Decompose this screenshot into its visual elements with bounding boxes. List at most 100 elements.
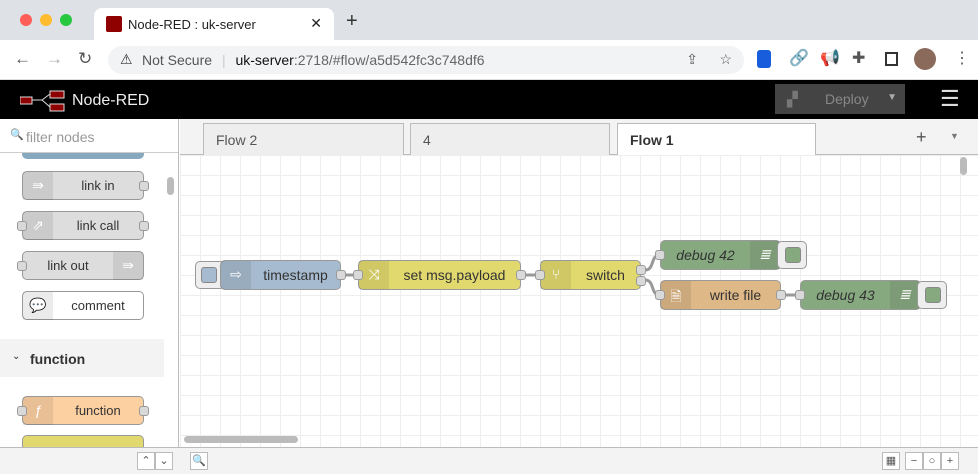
security-label: Not Secure [142,52,213,68]
node-palette: 🔍 filter nodes ⇛link in ⇗link call link … [0,119,179,474]
maximize-window-button[interactable] [60,14,72,26]
expand-all-button[interactable]: ⌄ [155,452,173,470]
zoom-in-button[interactable]: + [941,452,959,470]
bookmark-star-icon[interactable]: ☆ [719,51,732,67]
node-switch[interactable]: ⑂switch [535,260,646,290]
input-port[interactable] [655,290,665,300]
deploy-dropdown-icon[interactable]: ▼ [887,92,897,103]
input-port[interactable] [795,290,805,300]
debug-43-toggle[interactable] [917,281,947,309]
browser-tab[interactable]: Node-RED : uk-server ✕ [94,8,334,40]
close-tab-icon[interactable]: ✕ [310,15,322,31]
tab-4[interactable]: 4 [410,123,610,155]
deploy-icon: ▞ [787,91,798,107]
link-out-icon: ⇛ [113,252,143,280]
canvas-horizontal-scrollbar[interactable] [184,436,298,443]
browser-menu-icon[interactable]: ⋮ [954,50,970,67]
palette-node-partial [22,153,144,159]
node-debug-42[interactable]: debug 42≣ [655,240,781,270]
input-port[interactable] [535,270,545,280]
palette-node-link-in[interactable]: ⇛link in [22,171,149,200]
link-extension-icon[interactable]: 🔗 [789,50,809,67]
output-port-1[interactable] [636,265,646,275]
flow-list-dropdown-icon[interactable]: ▼ [950,131,959,141]
node-label: write file [709,287,762,303]
input-port[interactable] [655,250,665,260]
chevron-down-icon: ⌄ [12,351,21,362]
profile-avatar[interactable] [914,48,936,70]
main-menu-icon[interactable]: ☰ [940,86,960,111]
node-label: debug 43 [816,287,875,303]
node-write-file[interactable]: 🗎write file [655,280,786,310]
share-icon[interactable]: ⇪ [686,51,698,67]
warning-icon: ⚠ [120,51,133,67]
deploy-label: Deploy [825,91,869,107]
navigator-map-button[interactable]: ▦ [882,452,900,470]
palette-category-function[interactable]: ⌄ function [0,339,164,377]
node-label: link out [47,258,89,273]
tab-flow-1[interactable]: Flow 1 [617,123,816,156]
filter-nodes-input[interactable]: 🔍 filter nodes [0,119,178,153]
node-label: switch [586,267,625,283]
forward-icon[interactable]: → [46,49,63,68]
canvas-vertical-scrollbar[interactable] [960,157,967,175]
zoom-reset-button[interactable]: ○ [923,452,941,470]
input-port[interactable] [17,261,27,271]
zoom-out-button[interactable]: − [905,452,923,470]
debug-42-toggle[interactable] [777,241,807,269]
url-path: :2718/#flow/a5d542fc3c748df6 [293,52,485,68]
input-port[interactable] [353,270,363,280]
bitwarden-icon[interactable] [757,50,771,68]
node-label: timestamp [263,267,328,283]
palette-node-comment[interactable]: 💬 comment [22,291,144,320]
new-tab-button[interactable]: + [346,10,358,32]
debug-list-icon: ≣ [890,281,920,309]
search-icon: 🔍 [10,129,24,141]
node-label: function [75,403,121,418]
input-port[interactable] [17,406,27,416]
comment-icon: 💬 [23,292,53,320]
workspace-tabs: Flow 2 4 Flow 1 + ▼ [180,119,978,156]
app-title: Node-RED [72,92,150,109]
node-debug-43[interactable]: debug 43 ≣ [795,280,921,310]
extensions-puzzle-icon[interactable]: ✚ [852,50,866,67]
palette-node-link-call[interactable]: ⇗link call [17,211,149,240]
minimize-window-button[interactable] [40,14,52,26]
sidebar-icon[interactable] [885,52,898,66]
output-port-2[interactable] [636,276,646,286]
node-label: set msg.payload [403,267,506,283]
output-port[interactable] [336,270,346,280]
output-port[interactable] [139,221,149,231]
output-port[interactable] [139,406,149,416]
output-port[interactable] [516,270,526,280]
output-port[interactable] [139,181,149,191]
tab-flow-2[interactable]: Flow 2 [203,123,404,155]
footer-bar: ⌃ ⌄ 🔍 ▦ − ○ + [0,447,978,474]
reload-icon[interactable]: ↻ [78,49,93,68]
add-flow-button[interactable]: + [916,127,927,147]
function-icon: ƒ [23,397,53,425]
close-window-button[interactable] [20,14,32,26]
search-flows-button[interactable]: 🔍 [190,452,208,470]
node-label: comment [71,298,125,313]
browser-tab-bar: Node-RED : uk-server ✕ + [0,0,978,40]
palette-scrollbar[interactable] [167,177,174,195]
palette-node-function[interactable]: ƒ function [17,396,149,425]
link-in-icon: ⇛ [23,172,53,200]
input-port[interactable] [17,221,27,231]
palette-node-link-out[interactable]: link out ⇛ [17,251,144,280]
node-red-logo-icon [20,90,65,112]
node-set-msg-payload[interactable]: ⤨set msg.payload [353,260,526,290]
debug-list-icon: ≣ [750,241,780,269]
megaphone-icon[interactable]: 📢 [820,50,840,67]
back-icon[interactable]: ← [14,49,31,68]
node-red-header: Node-RED ▞ Deploy ▼ ☰ [0,80,978,119]
url-field[interactable]: ⚠ Not Secure | uk-server:2718/#flow/a5d5… [108,46,744,74]
node-timestamp[interactable]: ⇨ timestamp [220,260,346,290]
deploy-button[interactable]: ▞ Deploy ▼ [775,84,905,114]
collapse-all-button[interactable]: ⌃ [137,452,155,470]
flow-canvas[interactable]: ⇨ timestamp ⤨set msg.payload ⑂switch debu… [180,155,978,447]
palette-node-switch[interactable]: switch [22,435,144,447]
output-port[interactable] [776,290,786,300]
inject-arrow-icon: ⇨ [221,261,251,289]
